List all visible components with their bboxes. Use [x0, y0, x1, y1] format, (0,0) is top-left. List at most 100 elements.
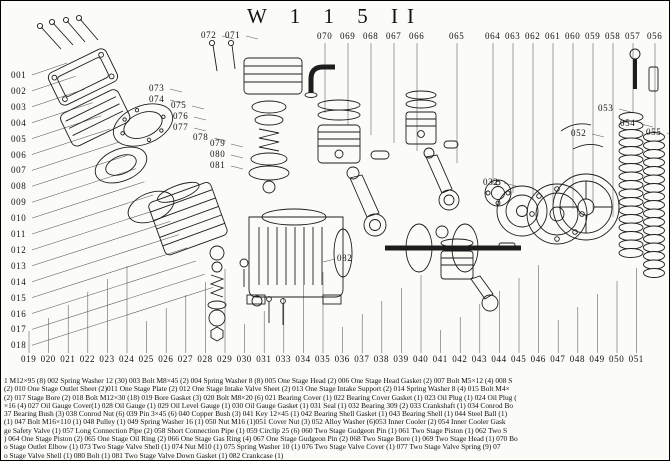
part-callout-072: 072 — [201, 30, 217, 40]
parts-list-line: o Stage Outlet Elbow (1) 073 Two Stage V… — [4, 443, 501, 452]
inner-cooler-coil — [618, 112, 644, 258]
two-stage-valve-stack — [248, 100, 290, 194]
one-stage-piston — [317, 99, 361, 164]
outlet-elbow — [304, 64, 335, 98]
part-callout-067: 067 — [386, 31, 402, 41]
parts-list-line: ) 064 One Stage Piston (2) 065 One Stage… — [4, 435, 518, 444]
part-callout-056: 056 — [647, 31, 663, 41]
part-callout-006: 006 — [11, 149, 27, 160]
part-callout-004: 004 — [11, 117, 27, 128]
parts-list: 1 M12×95 (8) 002 Spring Washer 12 (30) 0… — [4, 377, 667, 460]
part-callout-012: 012 — [11, 244, 27, 255]
part-callout-017: 017 — [11, 324, 27, 335]
part-callout-014: 014 — [11, 276, 27, 287]
part-callout-049: 049 — [589, 354, 605, 364]
parts-list-line: (2) 010 One Stage Outlet Sheet (2)011 On… — [4, 385, 510, 394]
parts-list-line: (2) 017 Stage Bore (2) 018 Bolt M12×30 (… — [4, 393, 517, 402]
part-callout-077: 077 — [173, 122, 189, 132]
part-callout-079: 079 — [210, 138, 226, 148]
part-callout-052: 052 — [571, 128, 587, 138]
part-callout-016: 016 — [11, 308, 27, 319]
part-callout-008: 008 — [11, 181, 27, 192]
part-callout-026: 026 — [158, 354, 174, 364]
small-parts — [239, 258, 286, 325]
part-callout-057: 057 — [625, 31, 641, 41]
part-callout-042: 042 — [452, 354, 468, 364]
part-callout-020: 020 — [40, 354, 56, 364]
parts-list-line: 1 M12×95 (8) 002 Spring Washer 12 (30) 0… — [4, 377, 513, 385]
part-callout-015: 015 — [11, 292, 27, 303]
part-callout-038: 038 — [373, 354, 390, 364]
part-callout-061: 061 — [545, 31, 561, 41]
part-callout-053: 053 — [598, 103, 614, 113]
part-callout-051: 051 — [628, 354, 644, 364]
part-callout-073: 073 — [149, 83, 165, 93]
part-callout-019: 019 — [21, 354, 37, 364]
part-callout-062: 062 — [525, 31, 541, 41]
part-callout-011: 011 — [11, 229, 26, 239]
part-callout-046: 046 — [530, 354, 546, 364]
part-callout-059: 059 — [585, 31, 601, 41]
part-callout-055: 055 — [646, 127, 662, 137]
part-callout-082: 082 — [337, 253, 353, 263]
part-callout-027: 027 — [177, 354, 194, 364]
part-callout-045: 045 — [511, 354, 527, 364]
parts-list-line: ge Safety Valve (1) 057 Long Connection … — [4, 426, 508, 435]
part-callout-078: 078 — [193, 132, 209, 142]
part-callout-024: 024 — [119, 354, 135, 364]
one-stage-head — [47, 48, 119, 106]
pulley — [552, 173, 620, 241]
part-callout-043: 043 — [471, 354, 488, 364]
leader-lines — [28, 35, 669, 353]
part-callout-063: 063 — [505, 31, 521, 41]
parts-list-line: o Stage Valve Shell (1) 080 Bolt (1) 081… — [4, 451, 284, 460]
parts-list-line: ×16 (4) 027 Oil Gauge Cover(1) 028 Oil G… — [4, 401, 514, 410]
part-callout-037: 037 — [354, 354, 370, 364]
part-callout-005: 005 — [11, 133, 27, 144]
parts-list-line: (1) 047 Bolt M16×110 (1) 048 Pulley (1) … — [4, 418, 506, 427]
part-callout-060: 060 — [565, 31, 581, 41]
part-callout-001: 001 — [11, 70, 27, 80]
head-bolt-set — [36, 14, 99, 50]
crankcase — [246, 208, 353, 305]
part-callout-023: 023 — [99, 354, 115, 364]
part-callout-080: 080 — [210, 149, 226, 159]
two-stage-head — [243, 57, 303, 95]
part-callout-013: 013 — [11, 260, 27, 271]
part-callout-054: 054 — [620, 118, 636, 128]
crankshaft — [385, 223, 521, 273]
connecting-rod-2 — [423, 147, 460, 211]
part-callout-003: 003 — [11, 101, 27, 112]
part-callout-044: 044 — [491, 354, 507, 364]
part-callout-076: 076 — [173, 111, 189, 121]
part-callout-075: 075 — [171, 100, 187, 110]
part-callout-039: 039 — [393, 354, 409, 364]
part-callout-002: 002 — [11, 85, 27, 96]
part-callout-010: 010 — [11, 213, 27, 224]
small-valve-stack — [207, 245, 227, 342]
part-callout-029: 029 — [217, 354, 233, 364]
bearing-cover-2 — [526, 183, 588, 245]
part-callout-007: 007 — [11, 165, 27, 176]
part-callout-058: 058 — [605, 31, 621, 41]
parts-list-line: 37 Bearing Bush (3) 038 Conrod Nut (6) 0… — [4, 410, 508, 419]
connecting-rod — [346, 166, 387, 237]
one-stage-head-gasket — [60, 89, 131, 147]
part-callout-021: 021 — [60, 354, 76, 364]
part-callout-040: 040 — [413, 354, 429, 364]
two-stage-head-bolts — [208, 39, 236, 72]
part-callout-022: 022 — [79, 354, 96, 364]
part-callout-009: 009 — [11, 197, 27, 208]
intake-valve-sheet — [94, 146, 148, 184]
part-callout-070: 070 — [317, 31, 333, 41]
one-stage-piston-2 — [440, 238, 499, 312]
page-title: W 1 1 5 II — [247, 4, 423, 28]
part-callout-032: 032 — [483, 177, 499, 187]
part-callout-074: 074 — [149, 94, 165, 104]
connection-pipes — [560, 123, 604, 150]
part-callout-018: 018 — [11, 340, 27, 351]
two-stage-piston — [405, 90, 437, 145]
part-callout-048: 048 — [569, 354, 586, 364]
